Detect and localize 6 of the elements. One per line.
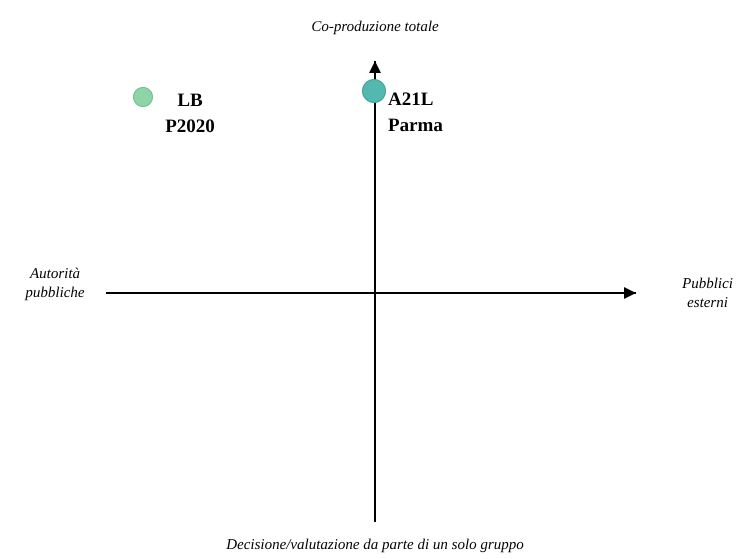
axis-end-label: Pubblici esterni xyxy=(681,275,734,313)
point-label: A21L Parma xyxy=(388,88,444,138)
point-label: LB P2020 xyxy=(164,89,216,139)
axis-title: Decisione/valutazione da parte di un solo gruppo xyxy=(225,536,525,555)
axis-title: Co-produzione totale xyxy=(310,18,440,37)
axis-end-label: Autorità pubbliche xyxy=(24,265,86,303)
